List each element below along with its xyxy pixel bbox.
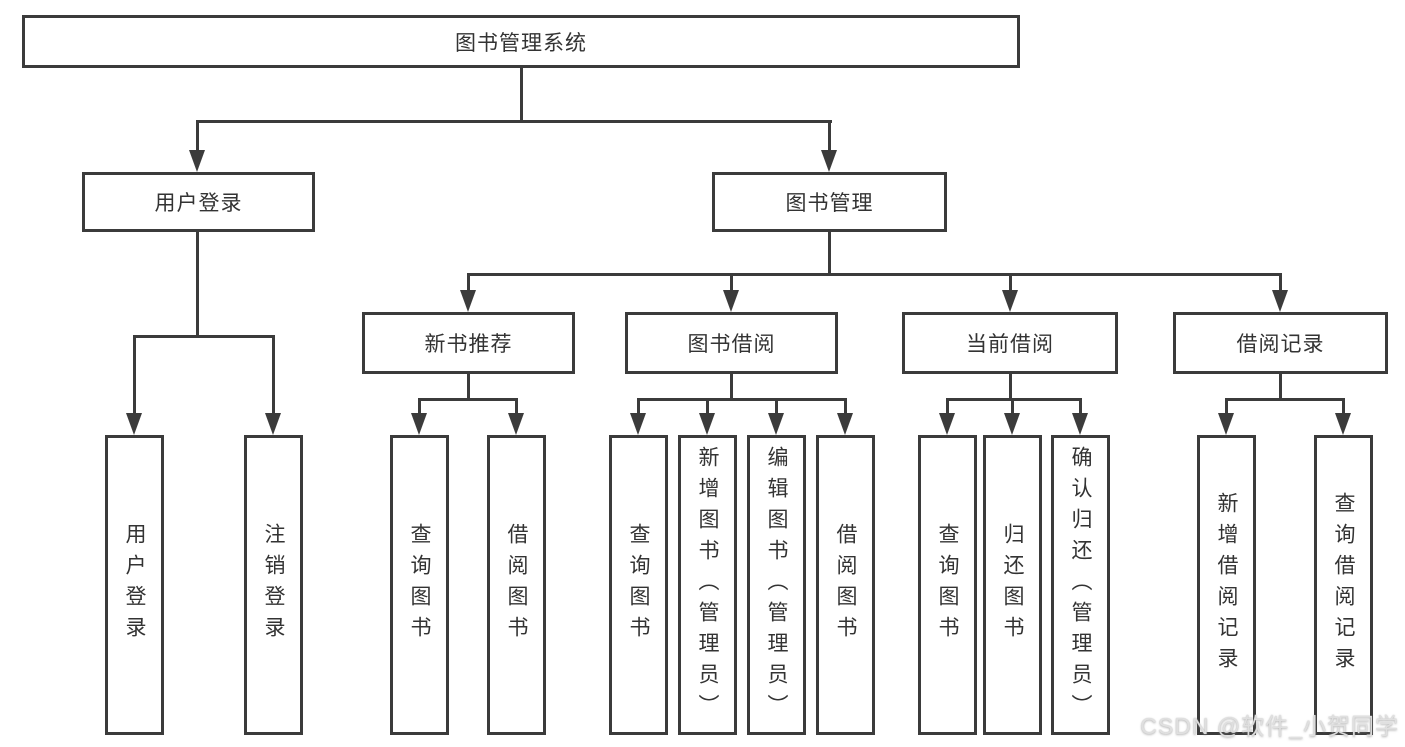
connector-recommend-branch [418, 398, 518, 401]
leaf-borrow-query-books-label: 查询图书 [627, 523, 650, 647]
leaf-confirm-return-admin: 确认归还（管理员） [1051, 435, 1110, 735]
node-book-management: 图书管理 [712, 172, 947, 232]
arrowhead-icon [1002, 290, 1018, 312]
connector-drop-book-borrow [730, 273, 733, 292]
arrowhead-icon [821, 150, 837, 172]
leaf-query-borrow-record: 查询借阅记录 [1314, 435, 1373, 735]
node-user-login: 用户登录 [82, 172, 315, 232]
node-new-book-recommend-label: 新书推荐 [424, 333, 513, 356]
leaf-user-login-label: 用户登录 [123, 523, 146, 647]
connector-current-borrow-stem [1009, 373, 1012, 398]
arrowhead-icon [265, 413, 281, 435]
arrowhead-icon [939, 413, 955, 435]
connector-drop [515, 398, 518, 415]
leaf-query-borrow-record-label: 查询借阅记录 [1332, 492, 1355, 678]
arrowhead-icon [1072, 413, 1088, 435]
connector-book-borrow-branch [637, 398, 846, 401]
arrowhead-icon [837, 413, 853, 435]
leaf-edit-books-admin: 编辑图书（管理员） [747, 435, 806, 735]
leaf-current-query-books: 查询图书 [918, 435, 977, 735]
node-current-borrow-label: 当前借阅 [966, 333, 1054, 356]
leaf-add-borrow-record-label: 新增借阅记录 [1215, 492, 1238, 678]
connector-book-management-stem [828, 230, 831, 273]
node-new-book-recommend: 新书推荐 [362, 312, 575, 374]
leaf-borrow-query-books: 查询图书 [609, 435, 668, 735]
connector-drop [775, 398, 778, 415]
connector-user-login-branch [133, 335, 275, 338]
arrowhead-icon [1218, 413, 1234, 435]
node-root-library-management-system: 图书管理系统 [22, 15, 1020, 68]
arrowhead-icon [699, 413, 715, 435]
arrowhead-icon [630, 413, 646, 435]
arrowhead-icon [411, 413, 427, 435]
arrowhead-icon [1004, 413, 1020, 435]
leaf-confirm-return-admin-label: 确认归还（管理员） [1069, 445, 1092, 725]
connector-book-borrow-stem [730, 373, 733, 398]
connector-drop [706, 398, 709, 415]
connector-book-management-branch [467, 273, 1282, 276]
connector-drop-leaf-logout [272, 335, 275, 415]
connector-root-branch [196, 120, 832, 123]
connector-drop-user-login [196, 120, 199, 153]
leaf-add-borrow-record: 新增借阅记录 [1197, 435, 1256, 735]
leaf-borrow-books: 借阅图书 [816, 435, 875, 735]
arrowhead-icon [126, 413, 142, 435]
connector-drop [844, 398, 847, 415]
leaf-recommend-borrow-books: 借阅图书 [487, 435, 546, 735]
connector-current-borrow-branch [946, 398, 1082, 401]
connector-drop [946, 398, 949, 415]
node-current-borrow: 当前借阅 [902, 312, 1118, 374]
leaf-recommend-query-books-label: 查询图书 [408, 523, 431, 647]
arrowhead-icon [508, 413, 524, 435]
arrowhead-icon [460, 290, 476, 312]
leaf-logout-label: 注销登录 [262, 523, 285, 647]
leaf-recommend-borrow-books-label: 借阅图书 [505, 523, 528, 647]
node-user-login-label: 用户登录 [154, 192, 243, 215]
node-borrow-record-label: 借阅记录 [1236, 333, 1325, 356]
connector-borrow-record-branch [1225, 398, 1345, 401]
connector-root-stem [520, 66, 523, 120]
connector-borrow-record-stem [1279, 373, 1282, 398]
connector-user-login-stem [196, 230, 199, 335]
node-book-borrow-label: 图书借阅 [687, 333, 776, 356]
connector-drop [418, 398, 421, 415]
connector-drop [1225, 398, 1228, 415]
node-book-management-label: 图书管理 [785, 192, 874, 215]
leaf-user-login: 用户登录 [105, 435, 164, 735]
connector-drop-leaf-user-login [133, 335, 136, 415]
leaf-add-books-admin-label: 新增图书（管理员） [696, 445, 719, 725]
node-root-label: 图书管理系统 [455, 31, 587, 55]
connector-drop [1011, 398, 1014, 415]
arrowhead-icon [768, 413, 784, 435]
leaf-return-books: 归还图书 [983, 435, 1042, 735]
leaf-add-books-admin: 新增图书（管理员） [678, 435, 737, 735]
leaf-edit-books-admin-label: 编辑图书（管理员） [765, 445, 788, 725]
node-book-borrow: 图书借阅 [625, 312, 838, 374]
leaf-return-books-label: 归还图书 [1001, 523, 1024, 647]
connector-drop-book-management [828, 120, 831, 153]
connector-drop [637, 398, 640, 415]
arrowhead-icon [1272, 290, 1288, 312]
arrowhead-icon [723, 290, 739, 312]
leaf-borrow-books-label: 借阅图书 [834, 523, 857, 647]
connector-drop [1079, 398, 1082, 415]
csdn-watermark: CSDN @软件_小贺同学 [1140, 713, 1399, 739]
leaf-current-query-books-label: 查询图书 [936, 523, 959, 647]
connector-drop-new-book-recommend [467, 273, 470, 292]
connector-drop-borrow-record [1279, 273, 1282, 292]
connector-drop-current-borrow [1009, 273, 1012, 292]
arrowhead-icon [189, 150, 205, 172]
connector-recommend-stem [467, 373, 470, 398]
leaf-recommend-query-books: 查询图书 [390, 435, 449, 735]
node-borrow-record: 借阅记录 [1173, 312, 1388, 374]
leaf-logout: 注销登录 [244, 435, 303, 735]
arrowhead-icon [1335, 413, 1351, 435]
connector-drop [1342, 398, 1345, 415]
